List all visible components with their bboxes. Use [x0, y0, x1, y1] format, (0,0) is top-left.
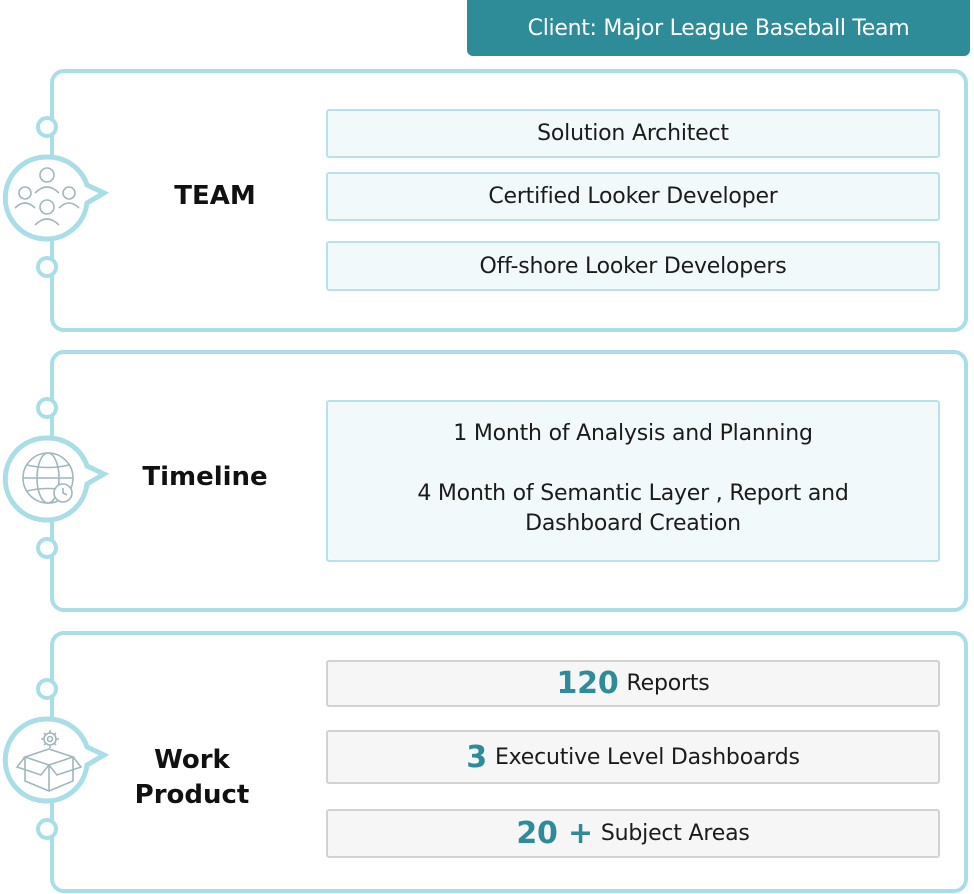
connector-dot [36, 256, 58, 278]
team-role-box: Solution Architect [326, 109, 940, 158]
item-text: Reports [626, 671, 710, 696]
team-label: TEAM [174, 181, 256, 211]
connector-dot [36, 818, 58, 840]
work-product-label: Work Product [127, 743, 257, 813]
team-role-box: Off-shore Looker Developers [326, 241, 940, 291]
connector-dot [36, 678, 58, 700]
connector-dot [36, 397, 58, 419]
client-label: Client: Major League Baseball Team [527, 15, 910, 41]
client-banner: Client: Major League Baseball Team [467, 0, 970, 56]
item-count: 20 + [516, 816, 593, 851]
work-product-item: 3 Executive Level Dashboards [326, 730, 940, 784]
box-gear-icon [2, 716, 110, 804]
item-text: Executive Level Dashboards [494, 744, 800, 770]
timeline-line-1: 1 Month of Analysis and Planning [453, 421, 813, 446]
item-count: 3 [466, 739, 487, 775]
item-text: Subject Areas [600, 821, 750, 846]
work-product-item: 120 Reports [326, 660, 940, 707]
timeline-box: 1 Month of Analysis and Planning 4 Month… [326, 400, 940, 562]
team-people-icon [2, 154, 110, 242]
globe-clock-icon [2, 435, 110, 523]
work-product-item: 20 + Subject Areas [326, 809, 940, 858]
item-count: 120 [556, 666, 619, 701]
work-product-label-line-1: Work [154, 745, 230, 775]
team-role-box: Certified Looker Developer [326, 172, 940, 221]
timeline-label: Timeline [142, 462, 268, 492]
connector-dot [36, 116, 58, 138]
work-product-label-line-2: Product [134, 780, 250, 810]
connector-dot [36, 537, 58, 559]
timeline-line-2: 4 Month of Semantic Layer , Report and D… [417, 481, 849, 536]
